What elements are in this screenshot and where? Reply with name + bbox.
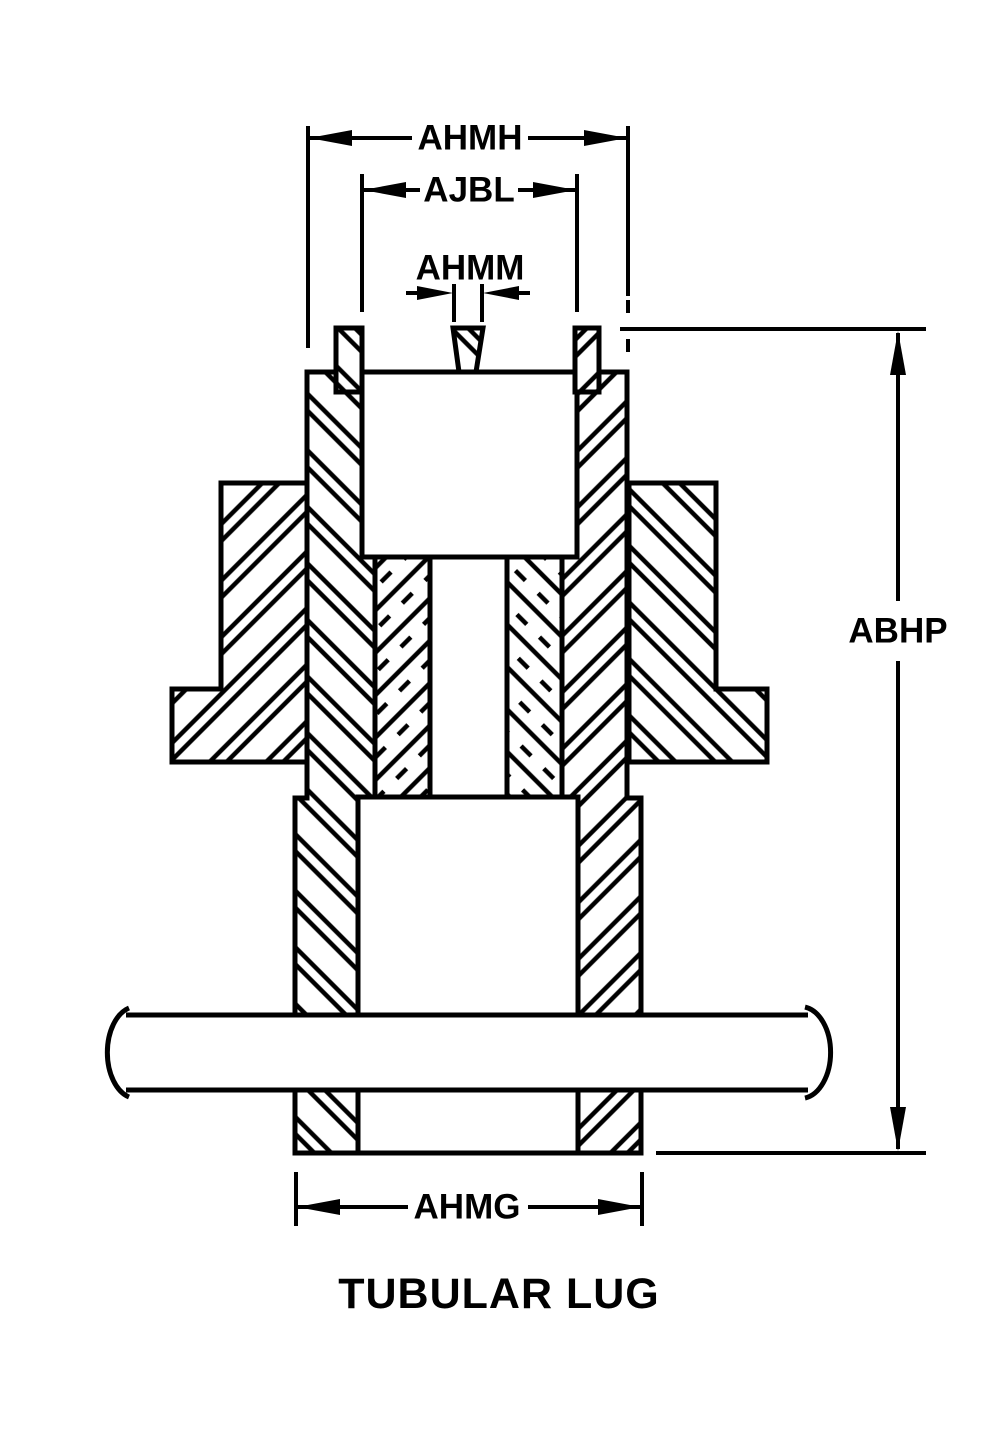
arrow-right-icon (417, 286, 453, 300)
upper-cavity (359, 369, 580, 560)
dim-label-ahmg: AHMG (414, 1188, 521, 1227)
dim-label-ahmm: AHMM (416, 249, 525, 288)
arrow-right-icon (584, 130, 627, 146)
arrow-left-icon (309, 130, 352, 146)
arrow-left-icon (483, 286, 519, 300)
center-channel (427, 554, 510, 800)
dim-label-abhp: ABHP (848, 612, 947, 651)
arrow-right-icon (598, 1199, 641, 1215)
tab-right (572, 325, 602, 395)
dim-ahmh: AHMH (306, 119, 630, 358)
tube-left-cap (104, 1005, 131, 1100)
left-insert-column (372, 554, 433, 800)
lower-cavity (355, 794, 581, 1156)
dim-ahmm: AHMM (406, 249, 530, 322)
arrow-up-icon (890, 331, 906, 375)
tab-left (333, 325, 365, 395)
arrow-down-icon (890, 1107, 906, 1151)
dim-ahmg: AHMG (294, 1172, 644, 1227)
right-insert-column (504, 554, 565, 800)
tab-center (450, 325, 486, 375)
dim-ajbl: AJBL (360, 171, 579, 312)
dim-abhp: ABHP (620, 327, 948, 1155)
arrow-left-icon (363, 182, 406, 198)
arrow-left-icon (297, 1199, 340, 1215)
arrow-right-icon (533, 182, 576, 198)
crosspin-tube (104, 1004, 834, 1101)
dim-label-ajbl: AJBL (423, 171, 514, 210)
tube-right-cap (804, 1004, 834, 1101)
drawing-title: TUBULAR LUG (338, 1270, 660, 1318)
dim-label-ahmh: AHMH (418, 119, 523, 158)
lug-body (104, 325, 834, 1156)
